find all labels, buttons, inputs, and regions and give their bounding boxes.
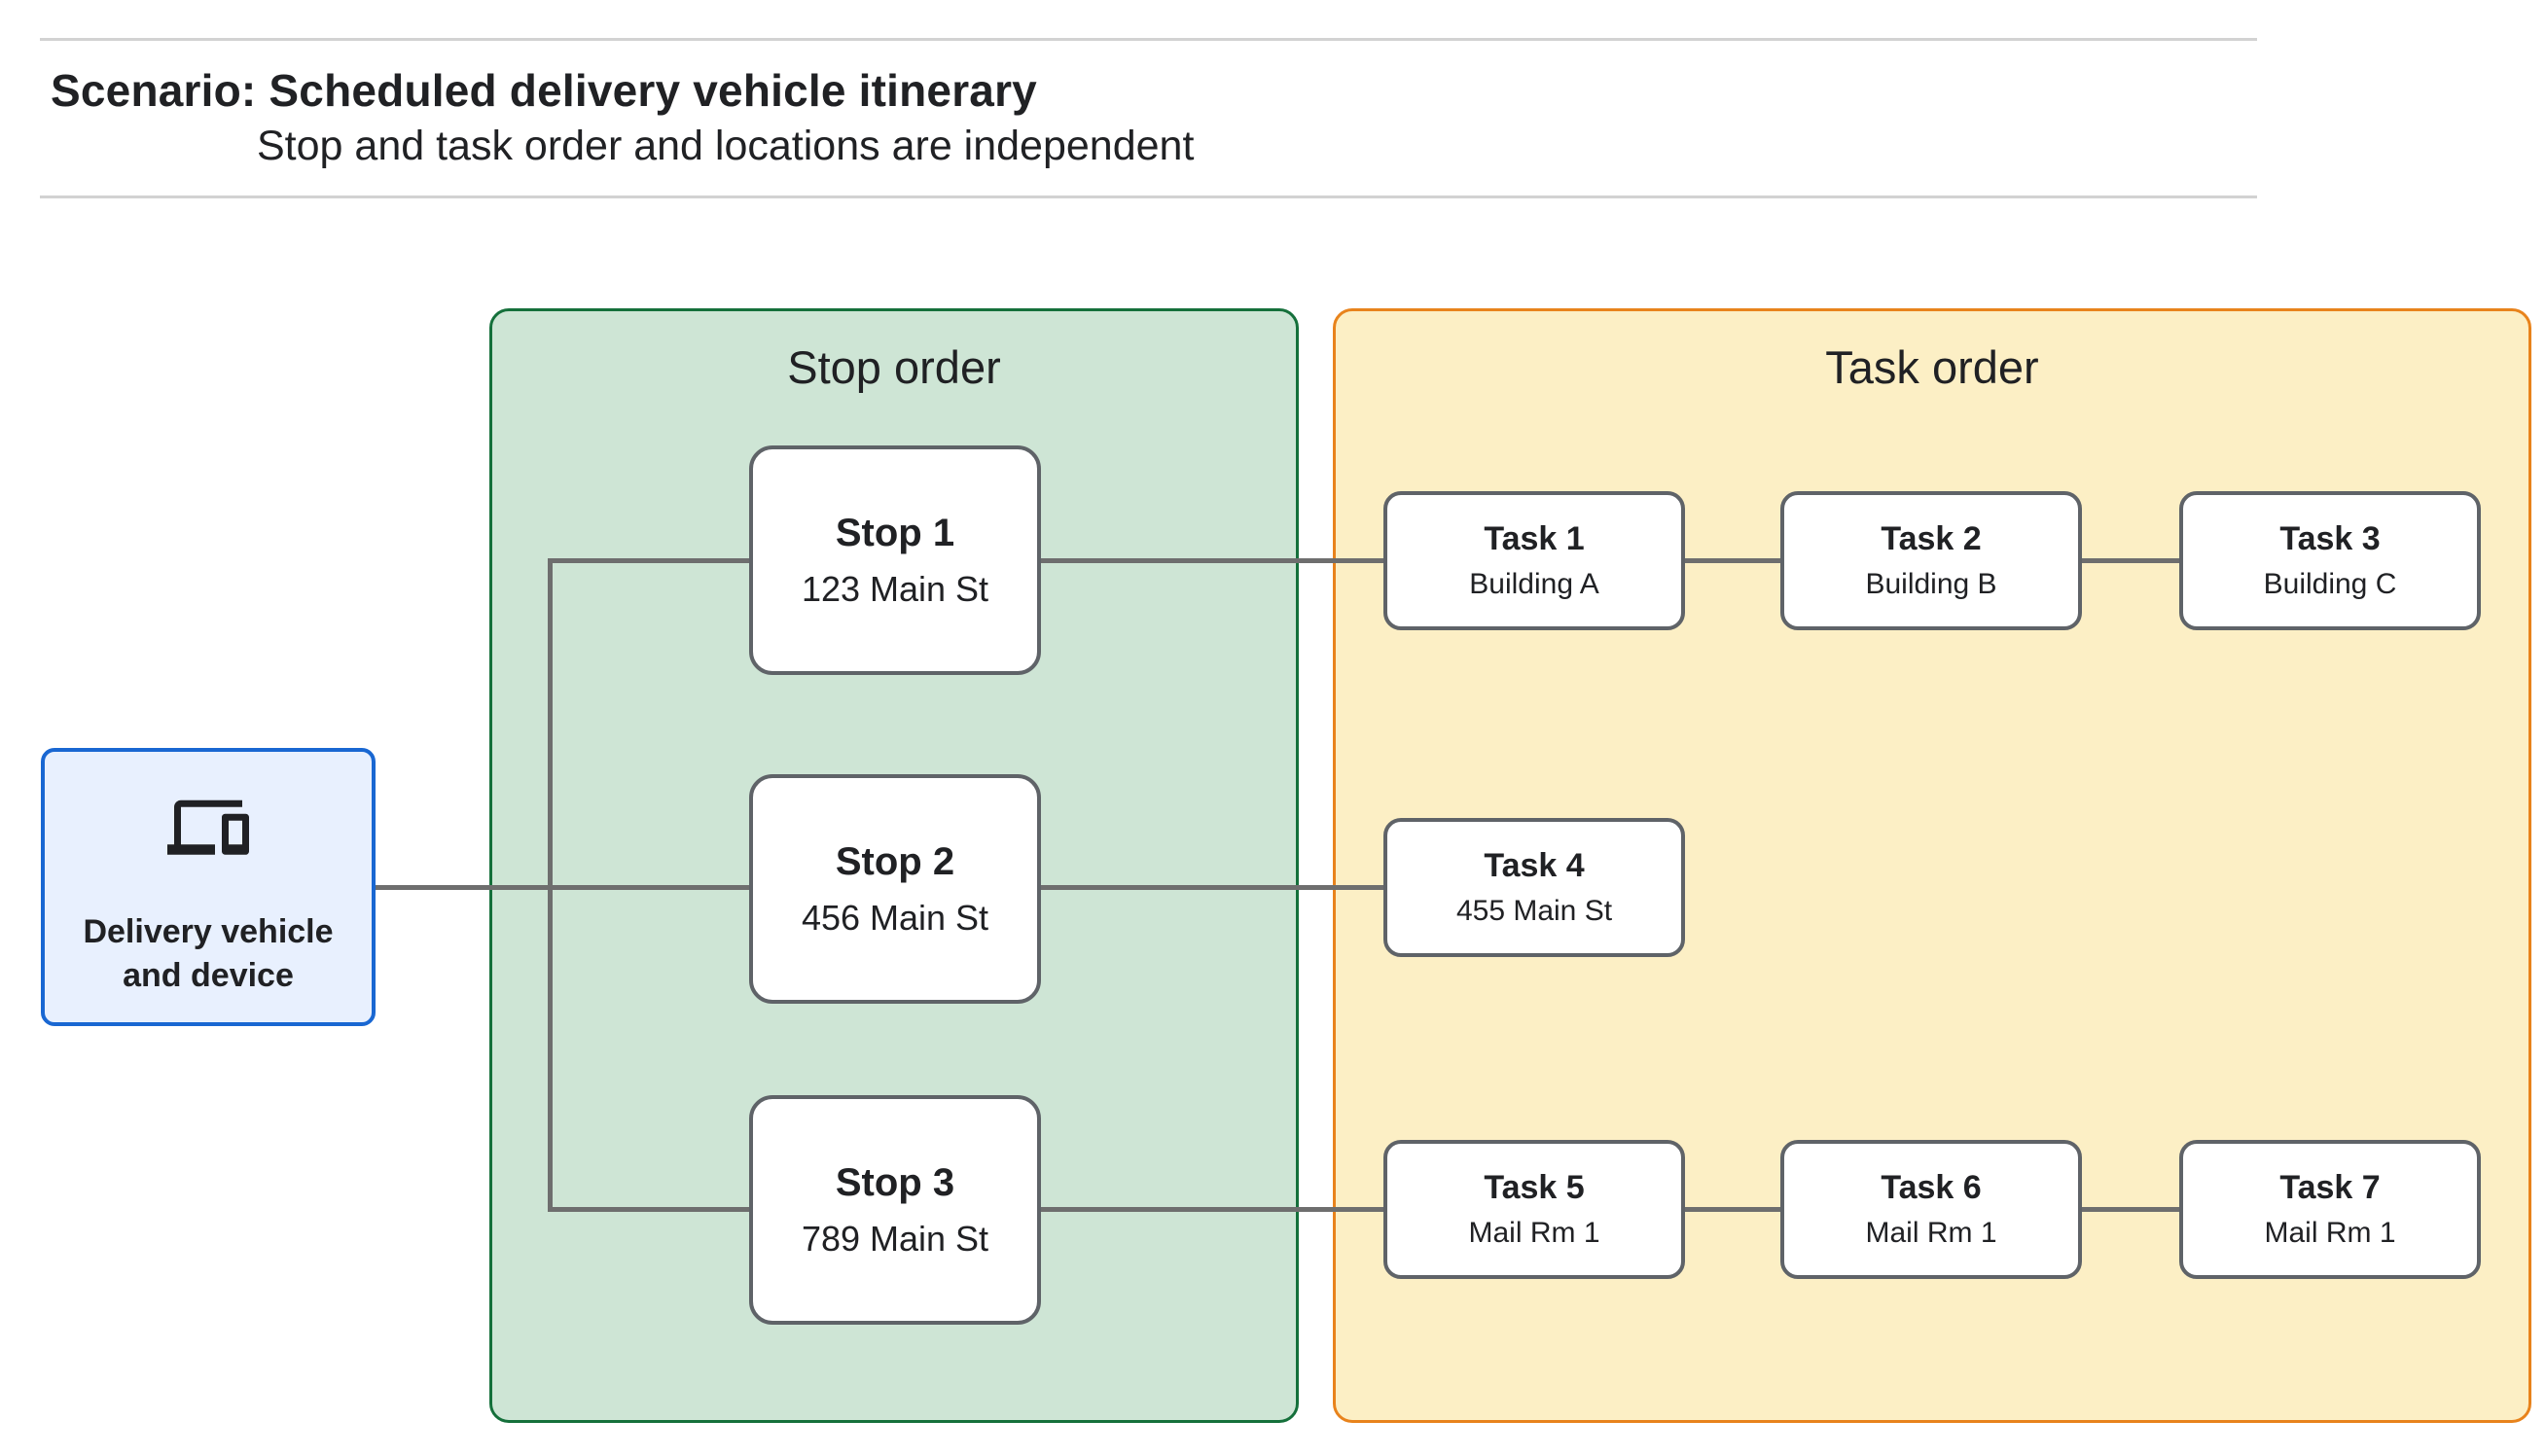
stop-2-node: Stop 2 456 Main St (749, 774, 1041, 1004)
connector-task1-to-task2 (1683, 558, 1780, 563)
stop-3-title: Stop 3 (835, 1160, 955, 1204)
header-top-divider (40, 38, 2257, 41)
task-4-location: 455 Main St (1455, 895, 1613, 927)
task-1-node: Task 1 Building A (1383, 491, 1685, 630)
task-2-title: Task 2 (1881, 520, 1982, 557)
stop-2-location: 456 Main St (801, 897, 989, 938)
task-7-node: Task 7 Mail Rm 1 (2179, 1140, 2481, 1279)
task-2-node: Task 2 Building B (1780, 491, 2082, 630)
task-1-title: Task 1 (1484, 520, 1585, 557)
stop-3-node: Stop 3 789 Main St (749, 1095, 1041, 1325)
task-3-location: Building C (2263, 568, 2397, 600)
delivery-vehicle-node: Delivery vehicle and device (41, 748, 376, 1026)
header-bottom-divider (40, 195, 2257, 198)
connector-trunk-vertical (548, 558, 553, 1212)
stop-1-title: Stop 1 (835, 511, 955, 554)
task-3-node: Task 3 Building C (2179, 491, 2481, 630)
connector-stop3-to-task5 (1041, 1207, 1383, 1212)
task-4-title: Task 4 (1484, 847, 1585, 884)
connector-trunk-to-stop3 (550, 1207, 749, 1212)
task-6-title: Task 6 (1881, 1169, 1982, 1206)
task-5-location: Mail Rm 1 (1468, 1217, 1600, 1249)
task-order-panel-title: Task order (1825, 341, 2039, 393)
stop-order-panel-title: Stop order (787, 341, 1001, 393)
task-6-location: Mail Rm 1 (1865, 1217, 1997, 1249)
connector-stop1-to-task1 (1041, 558, 1383, 563)
connector-task6-to-task7 (2082, 1207, 2179, 1212)
task-2-location: Building B (1865, 568, 1997, 600)
connector-task2-to-task3 (2082, 558, 2179, 563)
task-4-node: Task 4 455 Main St (1383, 818, 1685, 957)
task-1-location: Building A (1469, 568, 1599, 600)
task-3-title: Task 3 (2279, 520, 2381, 557)
connector-trunk-to-stop1 (550, 558, 749, 563)
connector-task5-to-task6 (1683, 1207, 1780, 1212)
connector-vehicle-to-stop2 (374, 885, 749, 890)
page-subtitle: Stop and task order and locations are in… (257, 123, 1195, 169)
delivery-vehicle-label: Delivery vehicle and device (83, 913, 334, 994)
task-5-node: Task 5 Mail Rm 1 (1383, 1140, 1685, 1279)
stop-1-node: Stop 1 123 Main St (749, 445, 1041, 675)
task-7-title: Task 7 (2279, 1169, 2381, 1206)
task-7-location: Mail Rm 1 (2264, 1217, 2396, 1249)
connector-stop2-to-task4 (1041, 885, 1383, 890)
devices-icon (167, 799, 249, 855)
stop-3-location: 789 Main St (801, 1218, 989, 1259)
task-5-title: Task 5 (1484, 1169, 1585, 1206)
stop-2-title: Stop 2 (835, 839, 955, 883)
task-6-node: Task 6 Mail Rm 1 (1780, 1140, 2082, 1279)
page-title: Scenario: Scheduled delivery vehicle iti… (51, 65, 1037, 116)
stop-1-location: 123 Main St (801, 568, 989, 609)
